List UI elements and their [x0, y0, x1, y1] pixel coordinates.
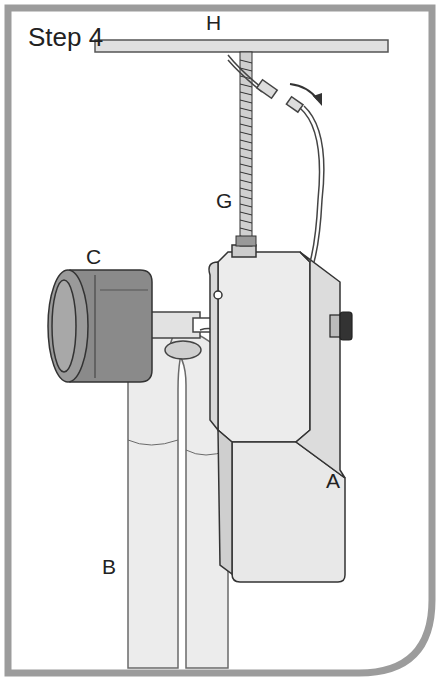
part-letter: C — [86, 246, 101, 267]
collar — [145, 312, 216, 359]
part-letter: B — [102, 556, 116, 577]
cable — [228, 55, 324, 262]
motion-arrow — [290, 84, 318, 100]
arrow-head — [313, 93, 322, 106]
step-title: Step 4 — [28, 24, 103, 50]
housing — [209, 245, 345, 582]
part-letter: H — [206, 12, 221, 33]
table-top — [95, 40, 388, 52]
part-letter: A — [326, 470, 340, 491]
knob — [330, 312, 352, 340]
part-letter: G — [216, 190, 232, 211]
cup — [48, 270, 152, 382]
frame — [8, 8, 432, 673]
